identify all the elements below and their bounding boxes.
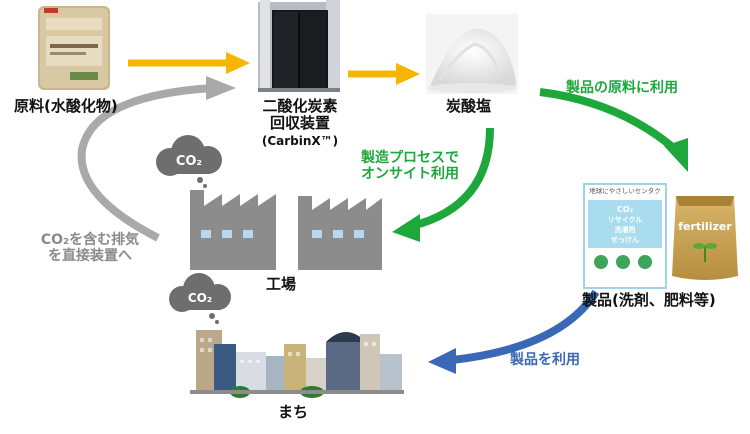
capture-unit-label-line1: 二酸化炭素 [262, 97, 338, 115]
factory-co2-cloud-icon: CO₂ [156, 135, 222, 188]
poster-line-1-text: CO₂ [617, 205, 634, 214]
exhaust-label: CO₂を含む排気 を直接装置へ [24, 232, 156, 264]
town-co2-cloud-icon: CO₂ [169, 273, 231, 324]
carbonate-label: 炭酸塩 [446, 97, 492, 115]
exhaust-label-line1: CO₂を含む排気 [40, 232, 140, 248]
town-cloud-text: CO₂ [188, 291, 212, 305]
town-label: まち [278, 403, 309, 421]
capture-unit-label-line3: (CarbinX™) [261, 133, 339, 148]
raw-material-bag-image [38, 6, 110, 90]
factory-right-icon [298, 196, 382, 270]
raw-material-label: 原料(水酸化物) [14, 97, 118, 115]
poster-line-4-text: せっけん [611, 236, 639, 244]
poster-line-3-text: 洗濯用 [615, 225, 636, 234]
arrow-exhaust-to-capture [77, 76, 236, 242]
factory-label: 工場 [266, 275, 297, 293]
poster-line-2-text: リサイクル [608, 215, 643, 224]
products-label: 製品(洗剤、肥料等) [582, 291, 716, 309]
to-products-label: 製品の原料に利用 [566, 80, 678, 96]
onsite-use-label-line2: オンサイト利用 [361, 166, 459, 183]
fertilizer-bag-image: fertilizer [672, 196, 738, 280]
onsite-use-label: 製造プロセスで オンサイト利用 [350, 150, 470, 182]
fertilizer-label-text: fertilizer [678, 220, 732, 233]
use-products-label: 製品を利用 [510, 352, 580, 368]
arrow-carbonate-to-factory [392, 127, 494, 242]
capture-unit-label: 二酸化炭素 回収装置 (CarbinX™) [246, 97, 354, 148]
factory-cloud-text: CO₂ [176, 154, 202, 169]
factory-left-icon [190, 190, 276, 270]
co2-capture-unit-image [258, 0, 340, 92]
arrow-carbonate-to-products [539, 88, 688, 172]
carbonate-powder-image [426, 14, 518, 94]
capture-unit-label-line2: 回収装置 [269, 114, 330, 133]
town-skyline-image [190, 330, 404, 398]
arrow-capture-to-carbonate [348, 63, 420, 85]
poster-header-text: 地球にやさしいセンタク [589, 186, 661, 195]
arrow-raw-to-capture [128, 52, 250, 74]
onsite-use-label-line1: 製造プロセスで [361, 150, 459, 166]
exhaust-label-line2: を直接装置へ [48, 248, 132, 265]
detergent-poster-image: 地球にやさしいセンタク CO₂ リサイクル 洗濯用 せっけん [583, 183, 667, 289]
arrow-products-to-town [428, 289, 600, 374]
